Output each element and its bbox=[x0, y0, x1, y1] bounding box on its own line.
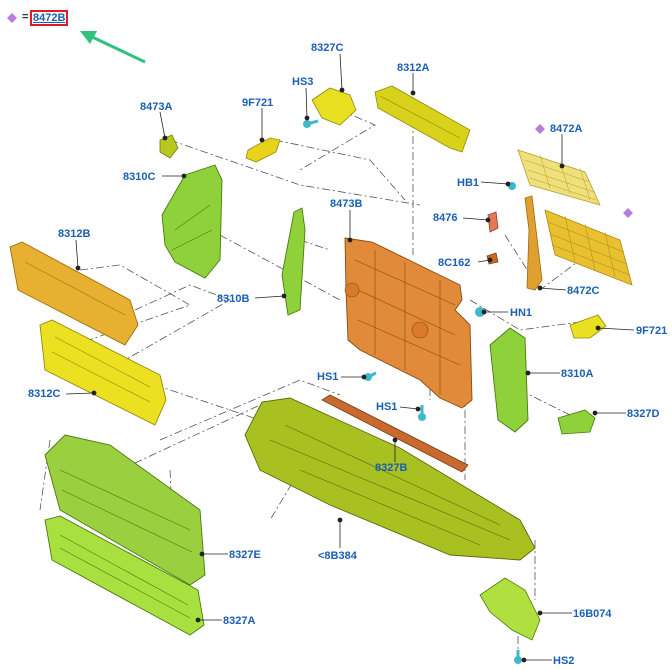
part-8472C bbox=[524, 195, 543, 291]
label-8473B[interactable]: 8473B bbox=[330, 198, 363, 210]
part-8310A bbox=[489, 327, 529, 433]
part-8473A bbox=[159, 134, 179, 159]
label-HS2[interactable]: HS2 bbox=[553, 655, 575, 667]
part-8327C bbox=[311, 87, 357, 126]
nut-HN1-icon bbox=[475, 307, 485, 317]
label-8310A[interactable]: 8310A bbox=[561, 368, 594, 380]
diamond-8472A-icon bbox=[535, 124, 545, 134]
part-8310B bbox=[281, 207, 306, 316]
part-8473B bbox=[344, 237, 473, 409]
part-8B384 bbox=[244, 397, 536, 561]
label-8472A[interactable]: 8472A bbox=[550, 123, 583, 135]
label-8312B[interactable]: 8312B bbox=[58, 228, 91, 240]
label-HS3[interactable]: HS3 bbox=[292, 76, 314, 88]
part-8327E bbox=[44, 434, 206, 586]
part-8327A bbox=[44, 515, 205, 636]
legend-code-link[interactable]: 8472B bbox=[33, 12, 66, 24]
part-8327D bbox=[557, 409, 596, 435]
label-8310B[interactable]: 8310B bbox=[217, 293, 250, 305]
label-9F721-upper[interactable]: 9F721 bbox=[242, 97, 274, 109]
part-8312B bbox=[9, 241, 139, 346]
legend-equals: = bbox=[22, 11, 29, 23]
label-8312A[interactable]: 8312A bbox=[397, 62, 430, 74]
label-HS1-upper[interactable]: HS1 bbox=[317, 371, 339, 383]
label-HB1[interactable]: HB1 bbox=[457, 177, 480, 189]
screw-HS2-icon bbox=[514, 650, 522, 664]
part-16B074 bbox=[479, 577, 541, 641]
label-8327A[interactable]: 8327A bbox=[223, 615, 256, 627]
part-8312C bbox=[39, 319, 167, 426]
part-9F721-upper bbox=[245, 137, 281, 163]
label-8476[interactable]: 8476 bbox=[433, 212, 458, 224]
diamond-8472B-icon bbox=[623, 208, 633, 218]
part-9F721-lower bbox=[569, 314, 607, 339]
label-8327D[interactable]: 8327D bbox=[627, 408, 660, 420]
part-8476 bbox=[487, 211, 499, 233]
label-8327E[interactable]: 8327E bbox=[229, 549, 261, 561]
label-8312C[interactable]: 8312C bbox=[28, 388, 61, 400]
screw-HS3-icon bbox=[303, 119, 319, 128]
leader-lines bbox=[65, 53, 635, 663]
part-8472B bbox=[544, 209, 633, 286]
label-8472C[interactable]: 8472C bbox=[567, 285, 600, 297]
pointer-arrow-icon bbox=[80, 31, 146, 64]
legend-diamond-icon bbox=[7, 13, 17, 23]
legend-highlight-box bbox=[30, 10, 68, 26]
label-8310C[interactable]: 8310C bbox=[123, 171, 156, 183]
screw-HS1-lower-icon bbox=[418, 405, 426, 421]
part-8310C bbox=[161, 164, 223, 279]
label-16B074[interactable]: 16B074 bbox=[573, 608, 612, 620]
label-8B384[interactable]: <8B384 bbox=[318, 550, 357, 562]
label-8327C[interactable]: 8327C bbox=[311, 42, 344, 54]
part-8327B bbox=[321, 394, 469, 473]
label-9F721-lower[interactable]: 9F721 bbox=[636, 325, 668, 337]
label-HS1-lower[interactable]: HS1 bbox=[376, 401, 398, 413]
label-8C162[interactable]: 8C162 bbox=[438, 257, 471, 269]
screw-HS1-upper-icon bbox=[364, 371, 377, 381]
label-HN1[interactable]: HN1 bbox=[510, 307, 533, 319]
label-8327B[interactable]: 8327B bbox=[375, 462, 408, 474]
part-8312A bbox=[374, 85, 471, 153]
label-8473A[interactable]: 8473A bbox=[140, 101, 173, 113]
